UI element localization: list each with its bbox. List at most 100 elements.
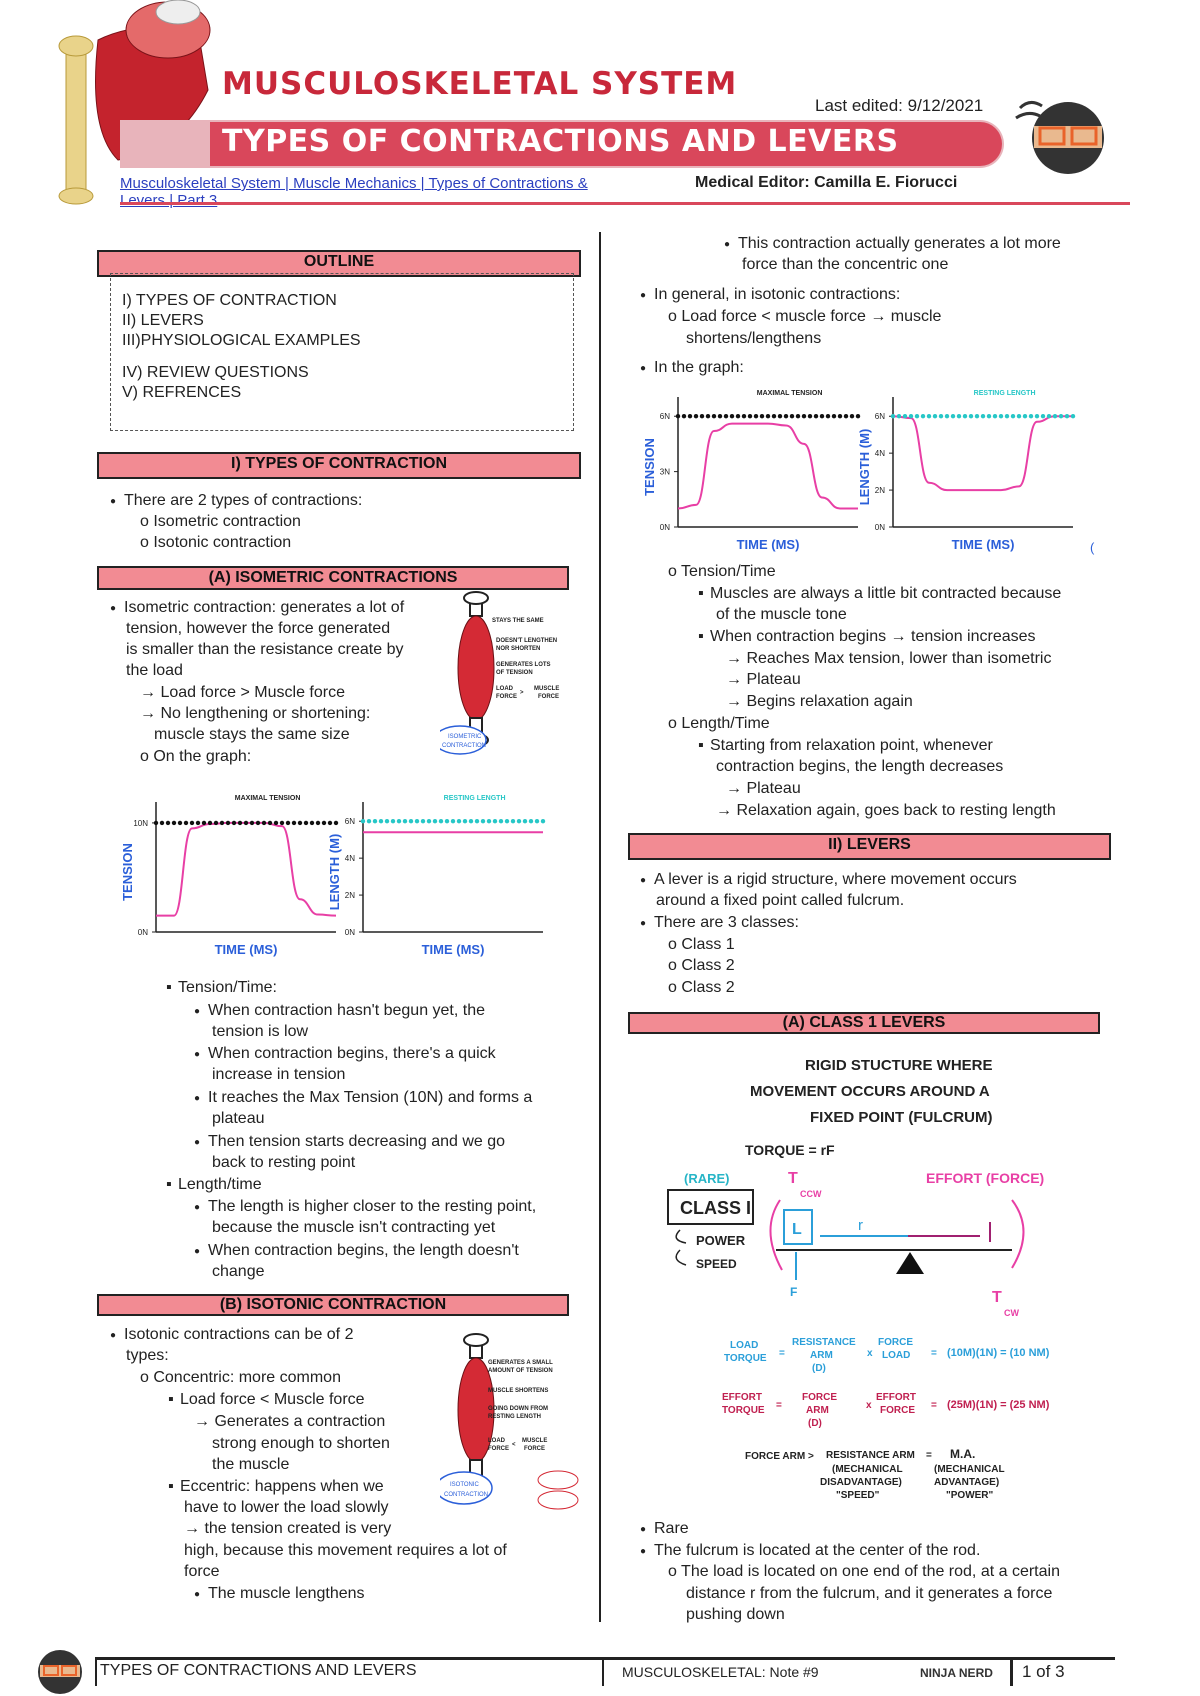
reference-point (189, 820, 195, 826)
breadcrumb-line1[interactable]: Musculoskeletal System | Muscle Mechanic… (120, 175, 588, 192)
reference-point (534, 819, 540, 824)
iso-fig-label-2: DOESN'T LENGTHEN (496, 638, 557, 644)
isot-fig-label-7: FORCE (488, 1446, 509, 1452)
eq1-f: (D) (812, 1363, 826, 1374)
y-tick-label: 0N (345, 928, 355, 937)
y-tick-label: 4N (345, 854, 355, 863)
reference-point (759, 414, 765, 419)
reference-point (705, 414, 711, 419)
reference-point (267, 820, 273, 826)
reference-point (1070, 414, 1076, 419)
y-axis-label: TENSION (642, 438, 657, 496)
reference-point (1040, 414, 1046, 419)
reference-point (980, 414, 986, 419)
reference-point (747, 414, 753, 419)
reference-point (974, 414, 980, 419)
right-line-4: o Load force < muscle force → muscle (668, 308, 942, 325)
reference-point (486, 819, 492, 824)
eq3-c: = (926, 1450, 932, 1461)
isot-line-8: Eccentric: happens when we (168, 1476, 384, 1497)
eq2-e: ARM (806, 1405, 829, 1416)
lever-power: POWER (696, 1233, 746, 1248)
isometric-heading: (A) ISOMETRIC CONTRACTIONS (97, 566, 569, 590)
reference-point (855, 414, 861, 419)
reference-point (902, 414, 908, 419)
reference-point (378, 819, 384, 824)
reference-point (426, 819, 432, 824)
reference-point (510, 819, 516, 824)
reference-point (944, 414, 950, 419)
y-tick-label: 2N (345, 891, 355, 900)
iso-line-5: → Load force > Muscle force (140, 684, 345, 701)
iso-fig-label-8: > (520, 690, 524, 696)
reference-point (207, 820, 213, 826)
y-tick-label: 4N (875, 449, 885, 458)
reference-point (408, 819, 414, 824)
eq3-j: "POWER" (946, 1490, 994, 1501)
reference-point (177, 820, 183, 826)
bottom-line-5: pushing down (686, 1606, 785, 1623)
reference-point (195, 820, 201, 826)
levers-line-3: There are 3 classes: (640, 912, 799, 934)
isotonic-heading: (B) ISOTONIC CONTRACTION (97, 1294, 569, 1316)
eq3-b: RESISTANCE ARM (826, 1450, 915, 1461)
reference-point (219, 820, 225, 826)
eq3-f: DISADVANTAGE) (820, 1477, 902, 1488)
levers-line-2: around a fixed point called fulcrum. (656, 892, 905, 909)
iso-note-10: Length/time (166, 1174, 262, 1195)
reference-point (908, 414, 914, 419)
reference-point (492, 819, 498, 824)
reference-point (402, 819, 408, 824)
reference-point (201, 820, 207, 826)
eq3-g: "SPEED" (836, 1490, 880, 1501)
reference-point (711, 414, 717, 419)
levers-line-6: o Class 2 (668, 979, 735, 996)
iso-note-8: Then tension starts decreasing and we go (194, 1131, 505, 1153)
reference-point (153, 820, 159, 826)
eq1-a: LOAD (730, 1340, 758, 1351)
y-tick-label: 0N (875, 523, 885, 532)
iso-fig-label-4: GENERATES LOTS (496, 662, 551, 668)
iso-note-12: because the muscle isn't contracting yet (212, 1219, 496, 1236)
lever-caption-1: RIGID STUCTURE WHERE (805, 1057, 993, 1074)
reference-point (735, 414, 741, 419)
iso-note-7: plateau (212, 1110, 265, 1127)
eq1-c: = (779, 1348, 785, 1359)
isot-fig-label-2: AMOUNT OF TENSION (488, 1368, 553, 1374)
reference-point (1004, 414, 1010, 419)
reference-point (807, 414, 813, 419)
eq1-i: LOAD (882, 1350, 910, 1361)
reference-point (255, 820, 261, 826)
lever-ccw: CCW (800, 1189, 822, 1199)
class1-heading: (A) CLASS 1 LEVERS (628, 1012, 1100, 1034)
breadcrumb-line2[interactable]: Levers | Part 3 (120, 192, 218, 209)
x-axis-label: TIME (MS) (215, 942, 278, 957)
reference-point (729, 414, 735, 419)
reference-point (783, 414, 789, 419)
footer-divider (95, 1657, 1115, 1660)
reference-point (165, 820, 171, 826)
isot-fig-label-11: ISOTONIC (450, 1482, 480, 1488)
reference-point (890, 414, 896, 419)
y-tick-label: 6N (345, 817, 355, 826)
reference-point (327, 820, 333, 826)
isometric-muscle-figure: STAYS THE SAME DOESN'T LENGTHEN NOR SHOR… (440, 591, 559, 755)
type-isotonic: o Isotonic contraction (140, 534, 292, 551)
reference-point (279, 820, 285, 826)
reference-point (225, 820, 231, 826)
iso-note-6: It reaches the Max Tension (10N) and for… (194, 1087, 532, 1109)
last-edited: Last edited: 9/12/2021 (815, 96, 984, 115)
eq2-j: = (931, 1400, 937, 1411)
lever-load-box: L (792, 1221, 802, 1238)
eq3-d: M.A. (950, 1447, 975, 1461)
iso-note-14: change (212, 1263, 265, 1280)
after-1: o Tension/Time (668, 563, 776, 580)
lever-t-cw: T (992, 1289, 1002, 1306)
right-line-3: In general, in isotonic contractions: (640, 284, 900, 306)
lever-cw: CW (1004, 1308, 1019, 1318)
after-7: → Begins relaxation again (726, 693, 913, 710)
reference-point (741, 414, 747, 419)
after-6: → Plateau (726, 671, 801, 688)
